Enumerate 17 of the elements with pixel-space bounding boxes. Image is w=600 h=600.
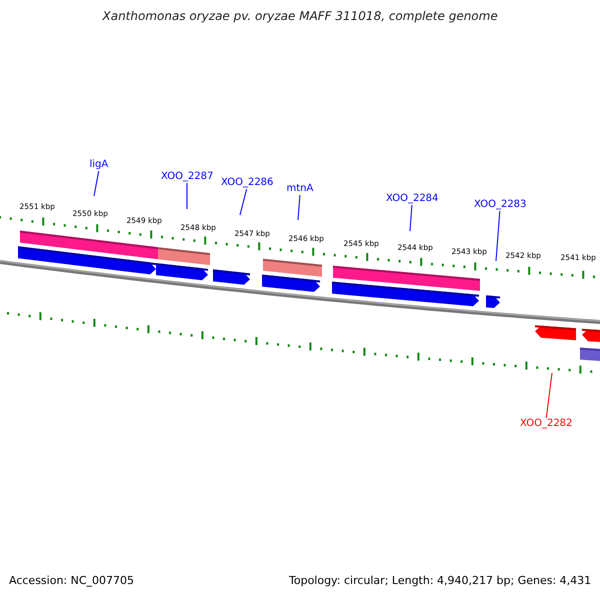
title: Xanthomonas oryzae pv. oryzae MAFF 311018, complete genome bbox=[102, 10, 498, 24]
accession-text: Accession: NC_007705 bbox=[9, 575, 134, 588]
leader-line bbox=[298, 194, 300, 220]
gene-label: XOO_2287 bbox=[161, 171, 214, 182]
leader-line bbox=[546, 372, 552, 418]
genome-summary-text: Topology: circular; Length: 4,940,217 bp; Genes: 4,431 bbox=[289, 575, 592, 588]
gene-label: mtnA bbox=[286, 183, 314, 194]
leader-line bbox=[186, 182, 188, 210]
gene-label: XOO_2284 bbox=[386, 193, 438, 204]
gene-label: ligA bbox=[90, 159, 108, 170]
leader-line bbox=[240, 188, 248, 216]
leader-line bbox=[496, 210, 500, 262]
leader-line bbox=[94, 170, 100, 196]
leader-line bbox=[410, 204, 412, 232]
gene-label: XOO_2282 bbox=[520, 418, 572, 430]
gene-label: XOO_2283 bbox=[474, 199, 526, 210]
gene-label: XOO_2286 bbox=[221, 177, 274, 188]
